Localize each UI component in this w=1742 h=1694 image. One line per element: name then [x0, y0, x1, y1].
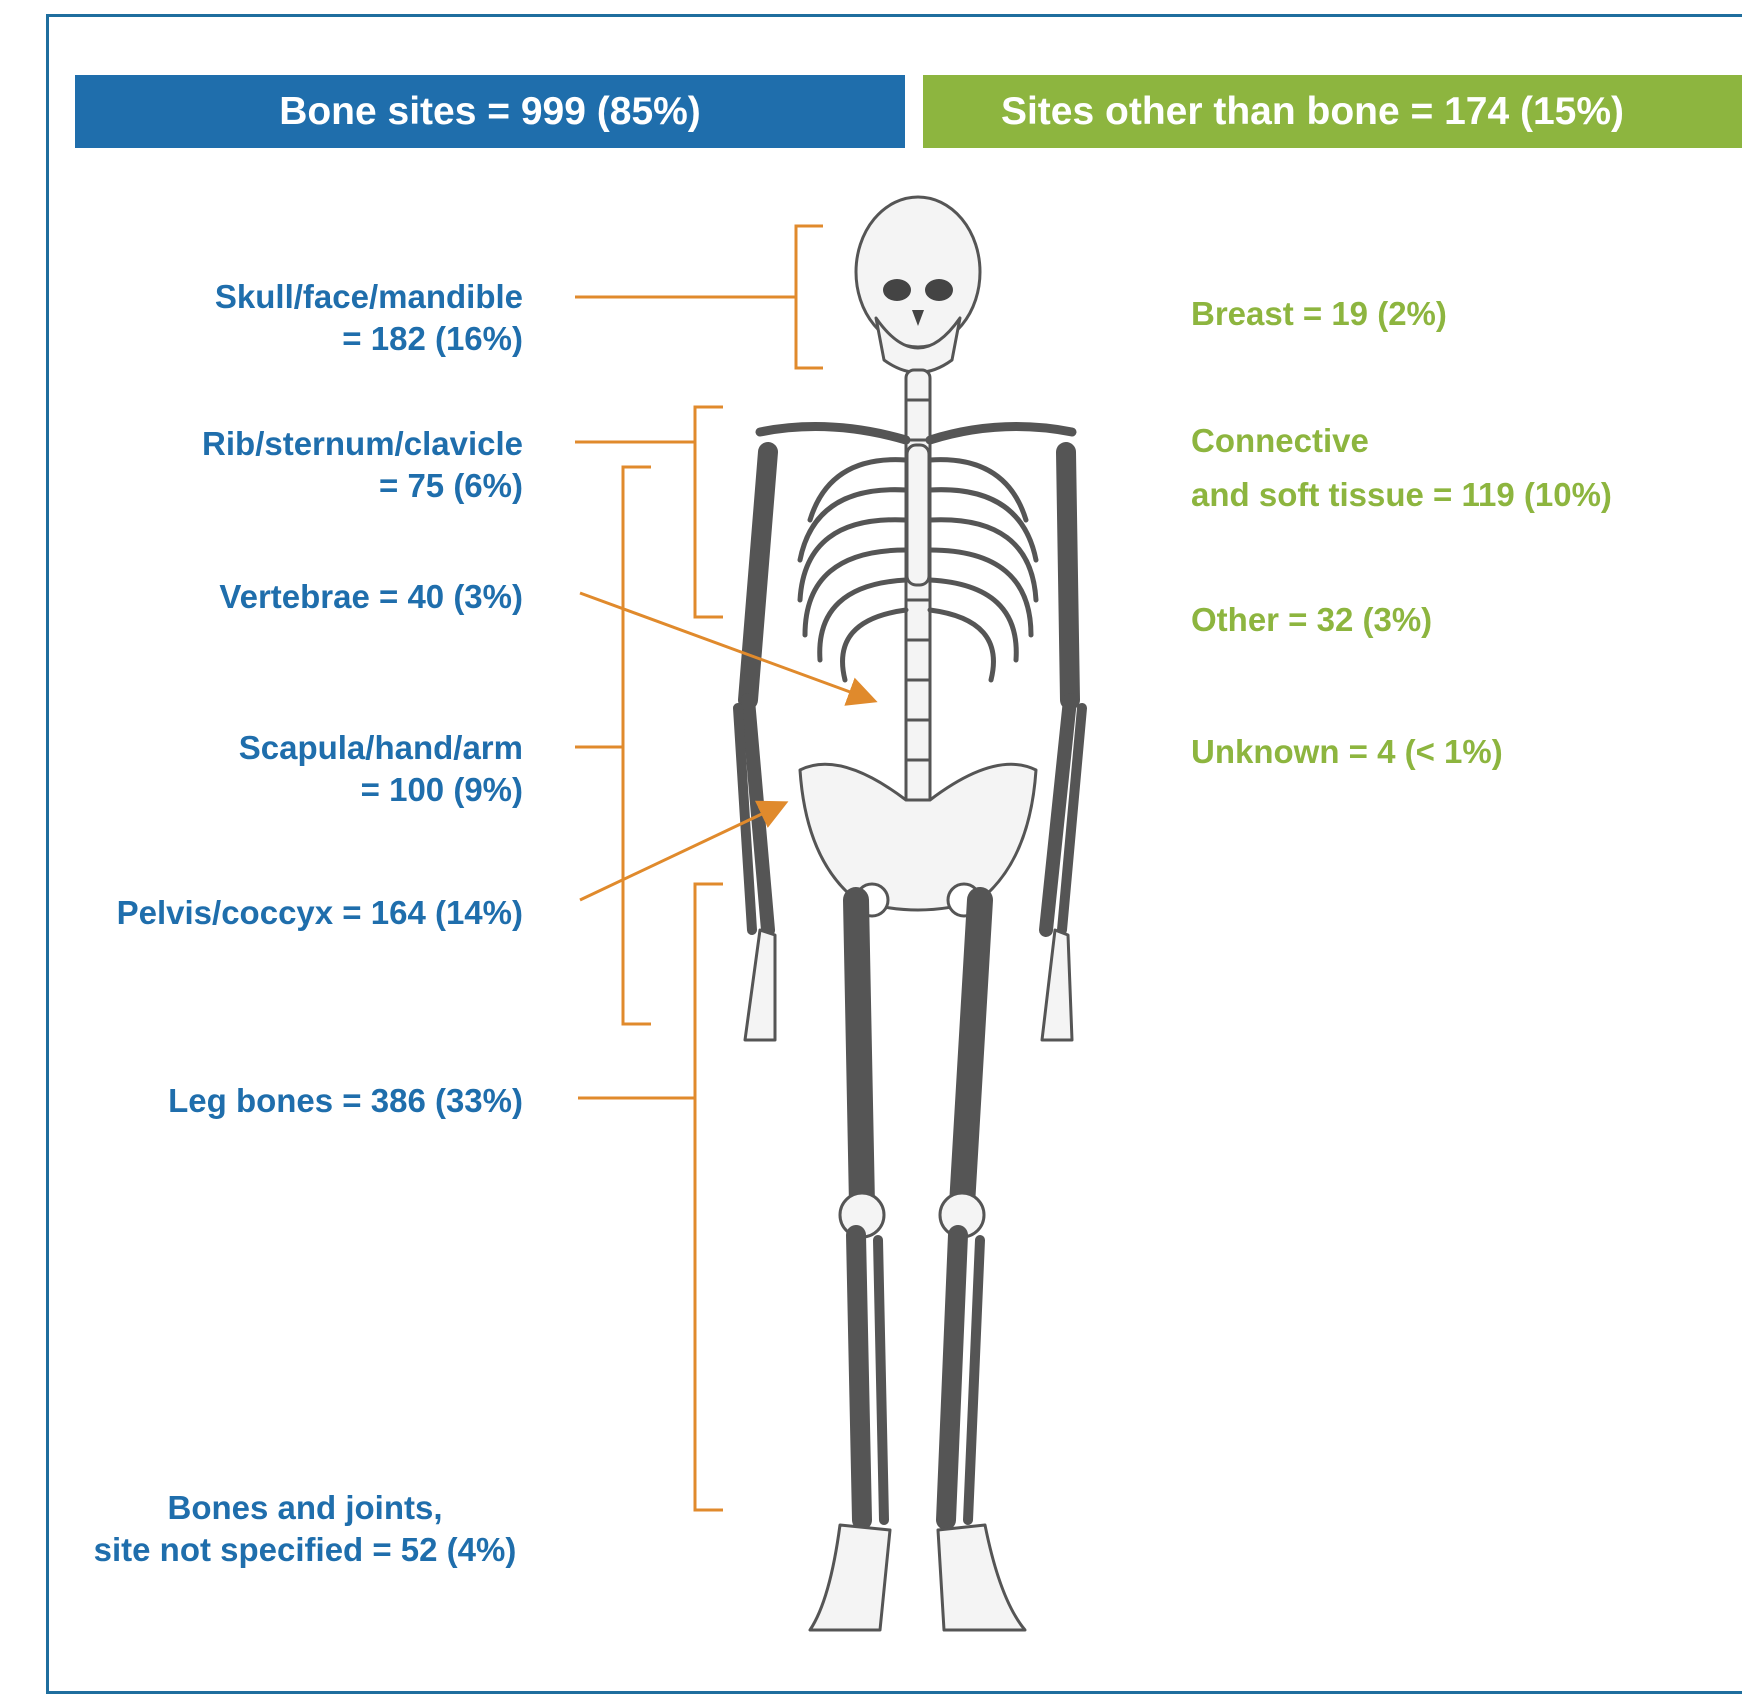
- leg-right: [938, 900, 1025, 1630]
- leg-left: [810, 900, 890, 1630]
- arm-left: [738, 452, 775, 1040]
- spine: [906, 370, 930, 810]
- rib-bracket: [695, 407, 723, 617]
- clavicle-left: [760, 427, 906, 440]
- arm-bracket: [623, 467, 651, 1024]
- clavicle-right: [930, 427, 1072, 440]
- leg-bracket: [695, 884, 723, 1510]
- arm-right: [1042, 452, 1082, 1040]
- skull-bracket: [796, 226, 823, 368]
- skeleton-illustration: [738, 197, 1082, 1630]
- sternum: [907, 445, 929, 585]
